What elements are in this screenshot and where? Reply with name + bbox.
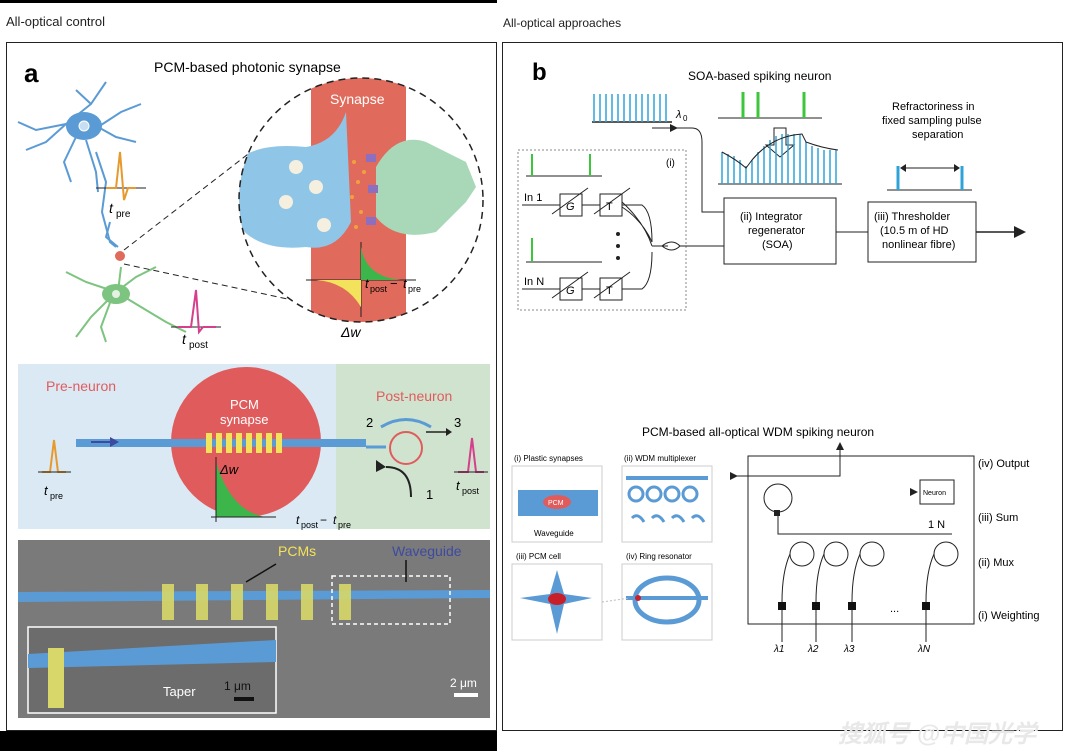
thresholder-line-3: nonlinear fibre) [882,239,955,251]
integrated-response [718,133,842,185]
bottom-band-left [0,731,497,751]
t-pre-label-a: t [109,200,114,216]
delta-w-strip: Δw [219,462,240,477]
pcm-synapse-label-2: synapse [220,412,268,427]
lambda-2: λ2 [807,644,819,655]
post-neuron-cell [65,266,187,343]
photonic-synapse-strip [18,364,490,529]
port-3-label: 3 [454,415,461,430]
lambda-3: λ3 [843,644,855,655]
t-post-sub-strip: post [462,486,480,496]
soa-title: SOA-based spiking neuron [688,69,831,83]
in-n-label: In N [524,276,544,288]
plastic-synapses-label: (i) Plastic synapses [514,454,583,463]
integrator-line-2: regenerator [748,225,805,237]
ring-resonator-label: (iv) Ring resonator [626,552,692,561]
sem-taper-label: Taper [163,684,196,699]
neuron-n-label: 1 N [928,519,945,531]
refractoriness-line-2: fixed sampling pulse [882,115,982,127]
diff-s2-strip: pre [338,520,351,530]
wdm-title: PCM-based all-optical WDM spiking neuron [642,425,874,439]
integrator-line-1: (ii) Integrator [740,211,803,223]
pcm-cell-label: (iii) PCM cell [516,552,561,561]
t-pre-label-strip: t [44,483,49,498]
pre-neuron-label: Pre-neuron [46,378,116,394]
diff-t2-a: t [403,276,408,291]
thresholder-line-2: (10.5 m of HD [880,225,949,237]
lambda-n: λN [917,644,931,655]
wdm-multiplexer-tile [621,465,713,543]
diff-s1-a: post [370,284,388,294]
t-post-label-a: t [182,331,187,347]
port-1-label: 1 [426,487,433,502]
pre-spike-plot: t pre [96,151,146,220]
lambda-1: λ1 [773,644,784,655]
diff-t2-strip: t [333,513,337,527]
watermark: 搜狐号 @中国光学 [838,721,1037,748]
port-2-label: 2 [366,415,373,430]
ring-resonator-tile [601,563,713,641]
refractoriness-line-3: separation [912,129,963,141]
top-rule-left [0,0,497,3]
t-pre-sub-a: pre [116,209,131,220]
pcm-cell-tile [511,563,603,641]
thresholder-box [867,201,977,263]
sum-iii-label: (iii) Sum [978,512,1018,524]
post-neuron-label: Post-neuron [376,388,452,404]
post-spike-plot: t post [171,289,221,351]
mux-ii-label: (ii) Mux [978,557,1015,569]
t-label-n: T [606,285,613,297]
pcm-synapse-label-1: PCM [230,397,259,412]
panel-a-letter: a [24,58,39,88]
wdm-schematic [730,442,975,642]
waveguide-small-label: Waveguide [534,529,574,538]
t-post-label-strip: t [456,478,461,493]
g-label-n: G [566,285,575,297]
lambda0-sub: 0 [683,114,688,123]
integrator-box [723,197,837,265]
panel-b-letter: b [532,59,547,86]
diff-s2-a: pre [408,284,421,294]
output-iv-label: (iv) Output [978,458,1029,470]
t-pre-sub-strip: pre [50,491,63,501]
wdm-multiplexer-label: (ii) WDM multiplexer [624,454,696,463]
weighting-i-label: (i) Weighting [978,610,1040,622]
diff-s1-strip: post [301,520,319,530]
clock-pulse-train [592,94,672,123]
sem-scale-main: 2 μm [450,676,477,690]
sem-waveguide-label: Waveguide [392,543,462,559]
pcm-chip-label: PCM [548,500,564,507]
box-i-label: (i) [666,158,675,169]
header-left: All-optical control [6,14,105,29]
diff-t1-a: t [365,276,370,291]
panel-b: b SOA-based spiking neuron λ 0 Refractor… [502,42,1063,731]
wdm-ellipsis: ... [890,603,899,615]
lambda0-label: λ [675,109,681,121]
g-label-1: G [566,201,575,213]
synapse-zoom-circle [238,77,484,323]
refractoriness-line-1: Refractoriness in [892,101,975,113]
sem-scale-inset: 1 μm [224,679,251,693]
thresholder-line-1: (iii) Thresholder [874,211,951,223]
panel-a: a PCM-based photonic synapse t pre t pos… [6,42,497,731]
t-post-sub-a: post [189,340,208,351]
integrator-line-3: (SOA) [762,239,793,251]
panel-a-title: PCM-based photonic synapse [154,59,341,75]
synapse-label: Synapse [330,91,385,107]
pre-neuron-cell [17,81,142,248]
sem-pcms-label: PCMs [278,543,316,559]
neuron-label: Neuron [923,490,946,497]
refractory-pulses [887,164,972,191]
delta-w-a: Δw [340,324,361,340]
sem-image [18,540,490,718]
input-spike-train [718,92,822,119]
diff-t1-strip: t [296,513,300,527]
input-stage-box [517,149,687,311]
in-1-label: In 1 [524,192,542,204]
header-right: All-optical approaches [503,16,622,30]
t-label-1: T [606,201,613,213]
diff-mid-a: − [390,276,398,291]
diff-mid-strip: − [320,513,327,527]
plastic-synapses-tile [511,465,603,543]
